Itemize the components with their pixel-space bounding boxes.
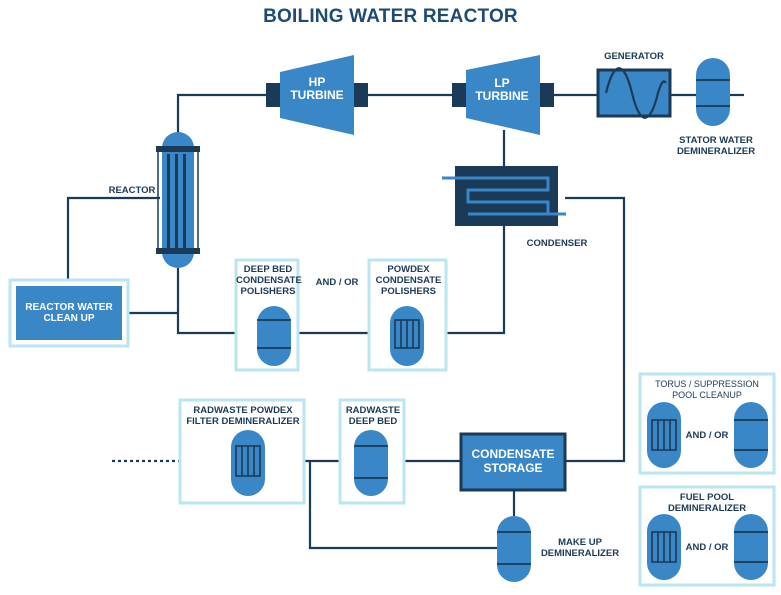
condensate-storage-box <box>459 432 567 492</box>
deep-bed-polishers-label: DEEP BED CONDENSATE POLISHERS <box>236 264 302 297</box>
reactor-cleanup-label: REACTOR WATER CLEAN UP <box>25 302 113 324</box>
makeup-demineralizer-label: MAKE UP DEMINERALIZER <box>540 537 620 559</box>
hp-turbine-label: HP TURBINE <box>290 75 344 102</box>
stator-water-label: STATOR WATER DEMINERALIZER <box>676 135 756 157</box>
reactor-label: REACTOR <box>108 185 156 196</box>
piping-lines <box>66 93 744 550</box>
radwaste-deep-bed-frame <box>338 398 406 505</box>
generator-label: GENERATOR <box>604 51 664 62</box>
generator <box>596 67 672 119</box>
fuel-pool-frame <box>638 485 776 587</box>
condenser-label: CONDENSER <box>526 238 588 249</box>
deep-bed-polishers-frame <box>234 258 300 372</box>
pipe-deepbed-to-reactor <box>176 268 240 335</box>
condenser <box>442 166 566 226</box>
lp-turbine-label: LP TURBINE <box>475 76 529 103</box>
pipe-reactor-to-cleanup <box>66 196 160 282</box>
pipe-reactor-to-hp <box>176 93 268 140</box>
pipe-makeup-loop <box>308 461 498 550</box>
torus-cleanup-frame <box>638 372 776 475</box>
stator-demineralizer-vessel <box>696 58 730 126</box>
fuel-pool-and-or-label: AND / OR <box>685 542 729 553</box>
torus-cleanup-label: TORUS / SUPPRESSION POOL CLEANUP <box>655 379 759 400</box>
and-or-label: AND / OR <box>315 277 359 288</box>
radwaste-deep-bed-label: RADWASTE DEEP BED <box>345 405 401 427</box>
makeup-demineralizer-vessel <box>497 516 531 582</box>
reactor-cleanup-box <box>8 278 130 348</box>
pipe-condenser-to-storage <box>565 196 626 463</box>
pipe-condenser-to-powdex <box>430 226 506 335</box>
powdex-polishers-label: POWDEX CONDENSATE POLISHERS <box>375 264 442 297</box>
condensate-storage-label: CONDENSATE STORAGE <box>471 447 555 475</box>
radwaste-powdex-frame <box>178 398 306 505</box>
page-title: BOILING WATER REACTOR <box>263 6 518 27</box>
fuel-pool-label: FUEL POOL DEMINERALIZER <box>667 492 747 514</box>
torus-and-or-label: AND / OR <box>685 430 729 441</box>
powdex-polishers-frame <box>367 258 448 372</box>
hp-turbine <box>266 55 368 135</box>
lp-turbine <box>452 55 554 135</box>
reactor-vessel <box>156 132 200 268</box>
radwaste-powdex-label: RADWASTE POWDEX FILTER DEMINERALIZER <box>186 405 300 427</box>
